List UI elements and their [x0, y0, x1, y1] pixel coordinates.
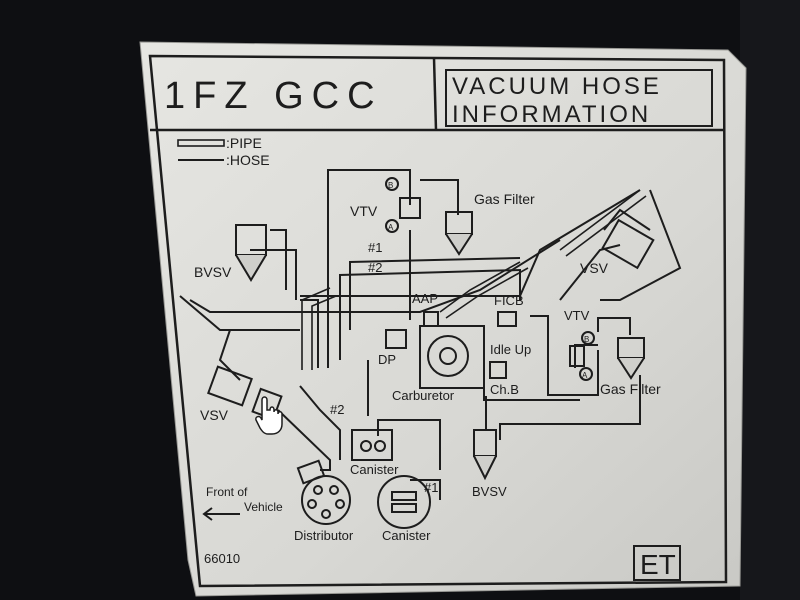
- code-label: ET: [640, 549, 676, 580]
- sticker: [139, 41, 747, 597]
- svg-text::PIPE: :PIPE: [226, 135, 262, 151]
- vsv-left-label: VSV: [200, 407, 229, 423]
- model-label: 1FZ GCC: [164, 75, 383, 117]
- hand-cursor-icon: [255, 396, 283, 435]
- gas-filter-top-label: Gas Filter: [474, 191, 535, 207]
- title-line2: INFORMATION: [452, 101, 651, 128]
- gas-filter-right-label: Gas Filter: [600, 381, 661, 397]
- canister-upper-label: Canister: [350, 462, 399, 477]
- part-number-label: 66010: [204, 551, 240, 566]
- title-line1: VACUUM HOSE: [452, 73, 662, 100]
- aap-label: AAP: [412, 291, 438, 306]
- carburetor-label: Carburetor: [392, 388, 455, 403]
- chb-label: Ch.B: [490, 382, 519, 397]
- border-outer: [148, 54, 728, 588]
- idle-up-label: Idle Up: [490, 342, 531, 357]
- port-2-label: #2: [330, 402, 344, 417]
- front-of-vehicle-line2: Vehicle: [244, 500, 283, 514]
- hose-network: [179, 169, 682, 500]
- vtv-top-label: VTV: [350, 203, 378, 219]
- hash1-label: #1: [368, 240, 382, 255]
- legend: :PIPE :HOSE: [177, 135, 270, 168]
- port-1-bottom-label: #1: [424, 480, 438, 495]
- port-a-top-label: A: [388, 223, 394, 232]
- dp-label: DP: [378, 352, 396, 367]
- bvsv-bottom-label: BVSV: [472, 484, 507, 499]
- pipes: [301, 189, 647, 370]
- bvsv-left-label: BVSV: [194, 264, 232, 280]
- port-b-top-label: B: [388, 181, 393, 190]
- port-a-right-label: A: [582, 371, 588, 380]
- canister-lower-label: Canister: [382, 528, 431, 543]
- diagram-labels: VTV Gas Filter BVSV VSV AAP FICB VTV DP …: [194, 181, 681, 581]
- components: [207, 177, 655, 529]
- front-of-vehicle-line1: Front of: [206, 485, 248, 499]
- hash2-label: #2: [368, 260, 382, 275]
- arrow-left-icon: [202, 507, 240, 521]
- vsv-right-label: VSV: [580, 260, 609, 276]
- ficb-label: FICB: [494, 293, 524, 308]
- port-b-right-label: B: [584, 335, 589, 344]
- svg-text::HOSE: :HOSE: [226, 152, 270, 168]
- vtv-right-label: VTV: [564, 308, 590, 323]
- distributor-label: Distributor: [294, 528, 354, 543]
